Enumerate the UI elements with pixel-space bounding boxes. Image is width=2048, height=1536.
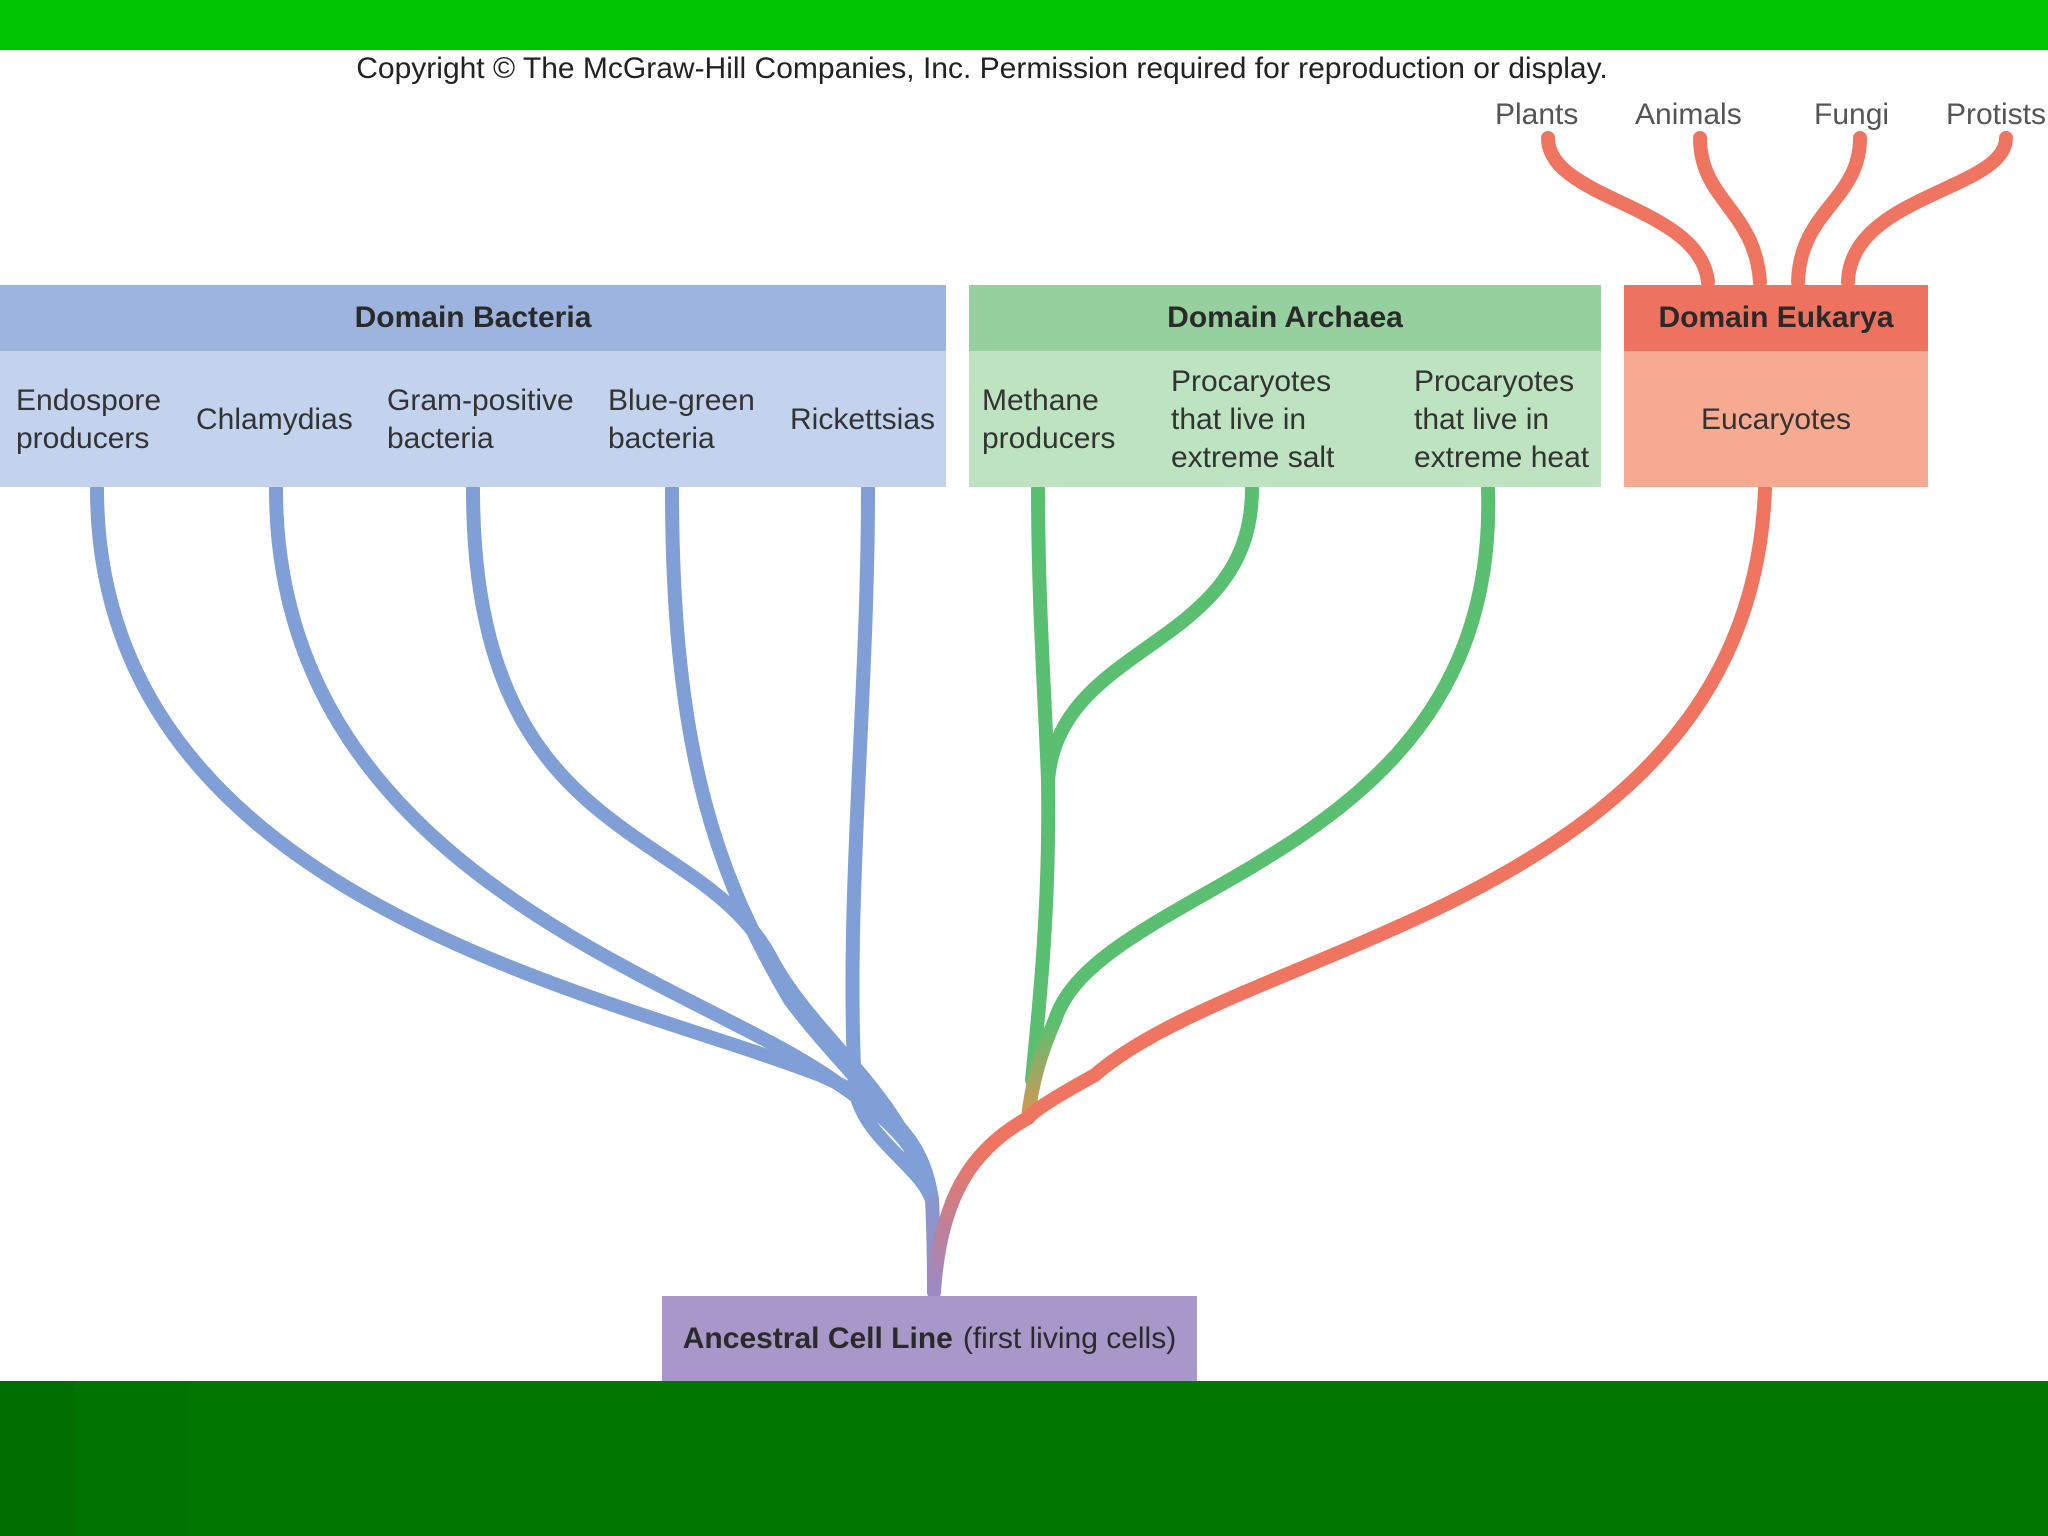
branch-extreme-heat (1048, 482, 1496, 1027)
label-protists: Protists (1946, 98, 2047, 131)
bottom-band (0, 1381, 2048, 1536)
branch-endospore (90, 482, 939, 1207)
group-rickettsias: Rickettsias (790, 403, 936, 436)
copyright-notice: Copyright © The McGraw-Hill Companies, I… (356, 52, 1608, 85)
branch-extreme-salt (1041, 482, 1259, 787)
group-eucaryotes: Eucaryotes (1700, 403, 1852, 436)
domain-eukarya-box: Domain Eukarya (1624, 285, 1928, 487)
domain-bacteria-body (0, 351, 946, 487)
bottom-band-shade (0, 1381, 75, 1536)
bottom-band-shade (75, 1381, 190, 1536)
branch-eukarya-root (927, 1111, 1035, 1299)
ancestral-label-note: (first living cells) (962, 1321, 1177, 1355)
group-blue-green-bacteria: Blue-green bacteria (608, 384, 755, 455)
label-animals: Animals (1635, 98, 1742, 131)
branch-fungi (1791, 131, 1867, 289)
group-methane-producers: Methane producers (982, 384, 1116, 455)
domain-bacteria-title: Domain Bacteria (0, 285, 946, 351)
branch-archaea-stem (1021, 1013, 1062, 1125)
branch-rickettsias (845, 482, 939, 1207)
branch-eucaryotes (1021, 482, 1772, 1125)
branch-blue-green (665, 482, 939, 1207)
branch-chlamydias (269, 482, 939, 1207)
group-chlamydias: Chlamydias (196, 403, 353, 436)
group-endospore-producers: Endospore producers (16, 384, 162, 455)
branch-protists (1841, 131, 2013, 289)
domain-archaea-body (969, 351, 1601, 487)
domain-eukarya-title: Domain Eukarya (1624, 285, 1928, 351)
branch-methane (1025, 482, 1056, 1087)
group-gram-positive-bacteria: Gram-positive bacteria (387, 384, 574, 455)
ancestral-label-bold: Ancestral Cell Line (682, 1321, 953, 1355)
top-bar (0, 0, 2048, 50)
domain-eukarya-body (1624, 351, 1928, 487)
branch-animals (1693, 131, 1767, 289)
domain-bacteria-box: Domain Bacteria (0, 285, 946, 487)
group-extreme-heat: Procaryotes that live in extreme heat (1414, 365, 1590, 474)
group-extreme-salt: Procaryotes that live in extreme salt (1171, 365, 1335, 474)
domain-archaea-title: Domain Archaea (969, 285, 1601, 351)
branch-plants (1541, 131, 1715, 289)
label-plants: Plants (1495, 98, 1579, 131)
domain-archaea-box: Domain Archaea (969, 285, 1601, 487)
label-fungi: Fungi (1814, 98, 1890, 131)
ancestral-cell-line-box: Ancestral Cell Line (first living cells) (662, 1296, 1197, 1381)
